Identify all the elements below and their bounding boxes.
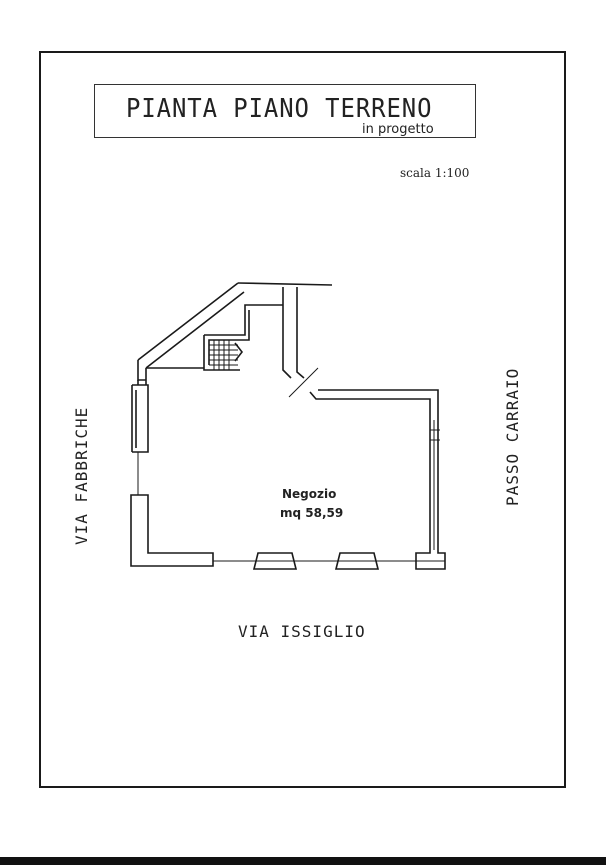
street-label-bottom: VIA ISSIGLIO (238, 622, 366, 641)
upper-left-wall (137, 360, 204, 381)
street-label-right: PASSO CARRAIO (503, 367, 522, 506)
room-area: mq 58,59 (280, 506, 344, 520)
stair-arrow (234, 342, 244, 362)
right-wall-inner (430, 420, 440, 550)
left-wall-upper (137, 368, 147, 385)
drawing-title: PIANTA PIANO TERRENO (126, 94, 433, 124)
left-wall-lower (130, 494, 214, 567)
top-wall-right (309, 389, 439, 417)
stair-outline (203, 304, 283, 371)
stair-treads (209, 340, 238, 370)
page-bottom-edge (0, 857, 606, 865)
drawing-subtitle: in progetto (362, 122, 434, 137)
diagonal-wall (137, 282, 245, 369)
top-boundary-line (237, 282, 333, 286)
bottom-window-2 (334, 552, 380, 570)
drawing-frame (39, 51, 566, 788)
left-window (131, 384, 149, 453)
room-name: Negozio (282, 487, 337, 501)
bottom-window-1 (252, 552, 298, 570)
drawing-scale: scala 1:100 (400, 166, 470, 180)
central-wall (282, 287, 305, 379)
street-label-left: VIA FABBRICHE (72, 406, 91, 545)
right-wall (415, 410, 446, 570)
title-block (94, 84, 476, 138)
door-swing-line (288, 367, 319, 398)
